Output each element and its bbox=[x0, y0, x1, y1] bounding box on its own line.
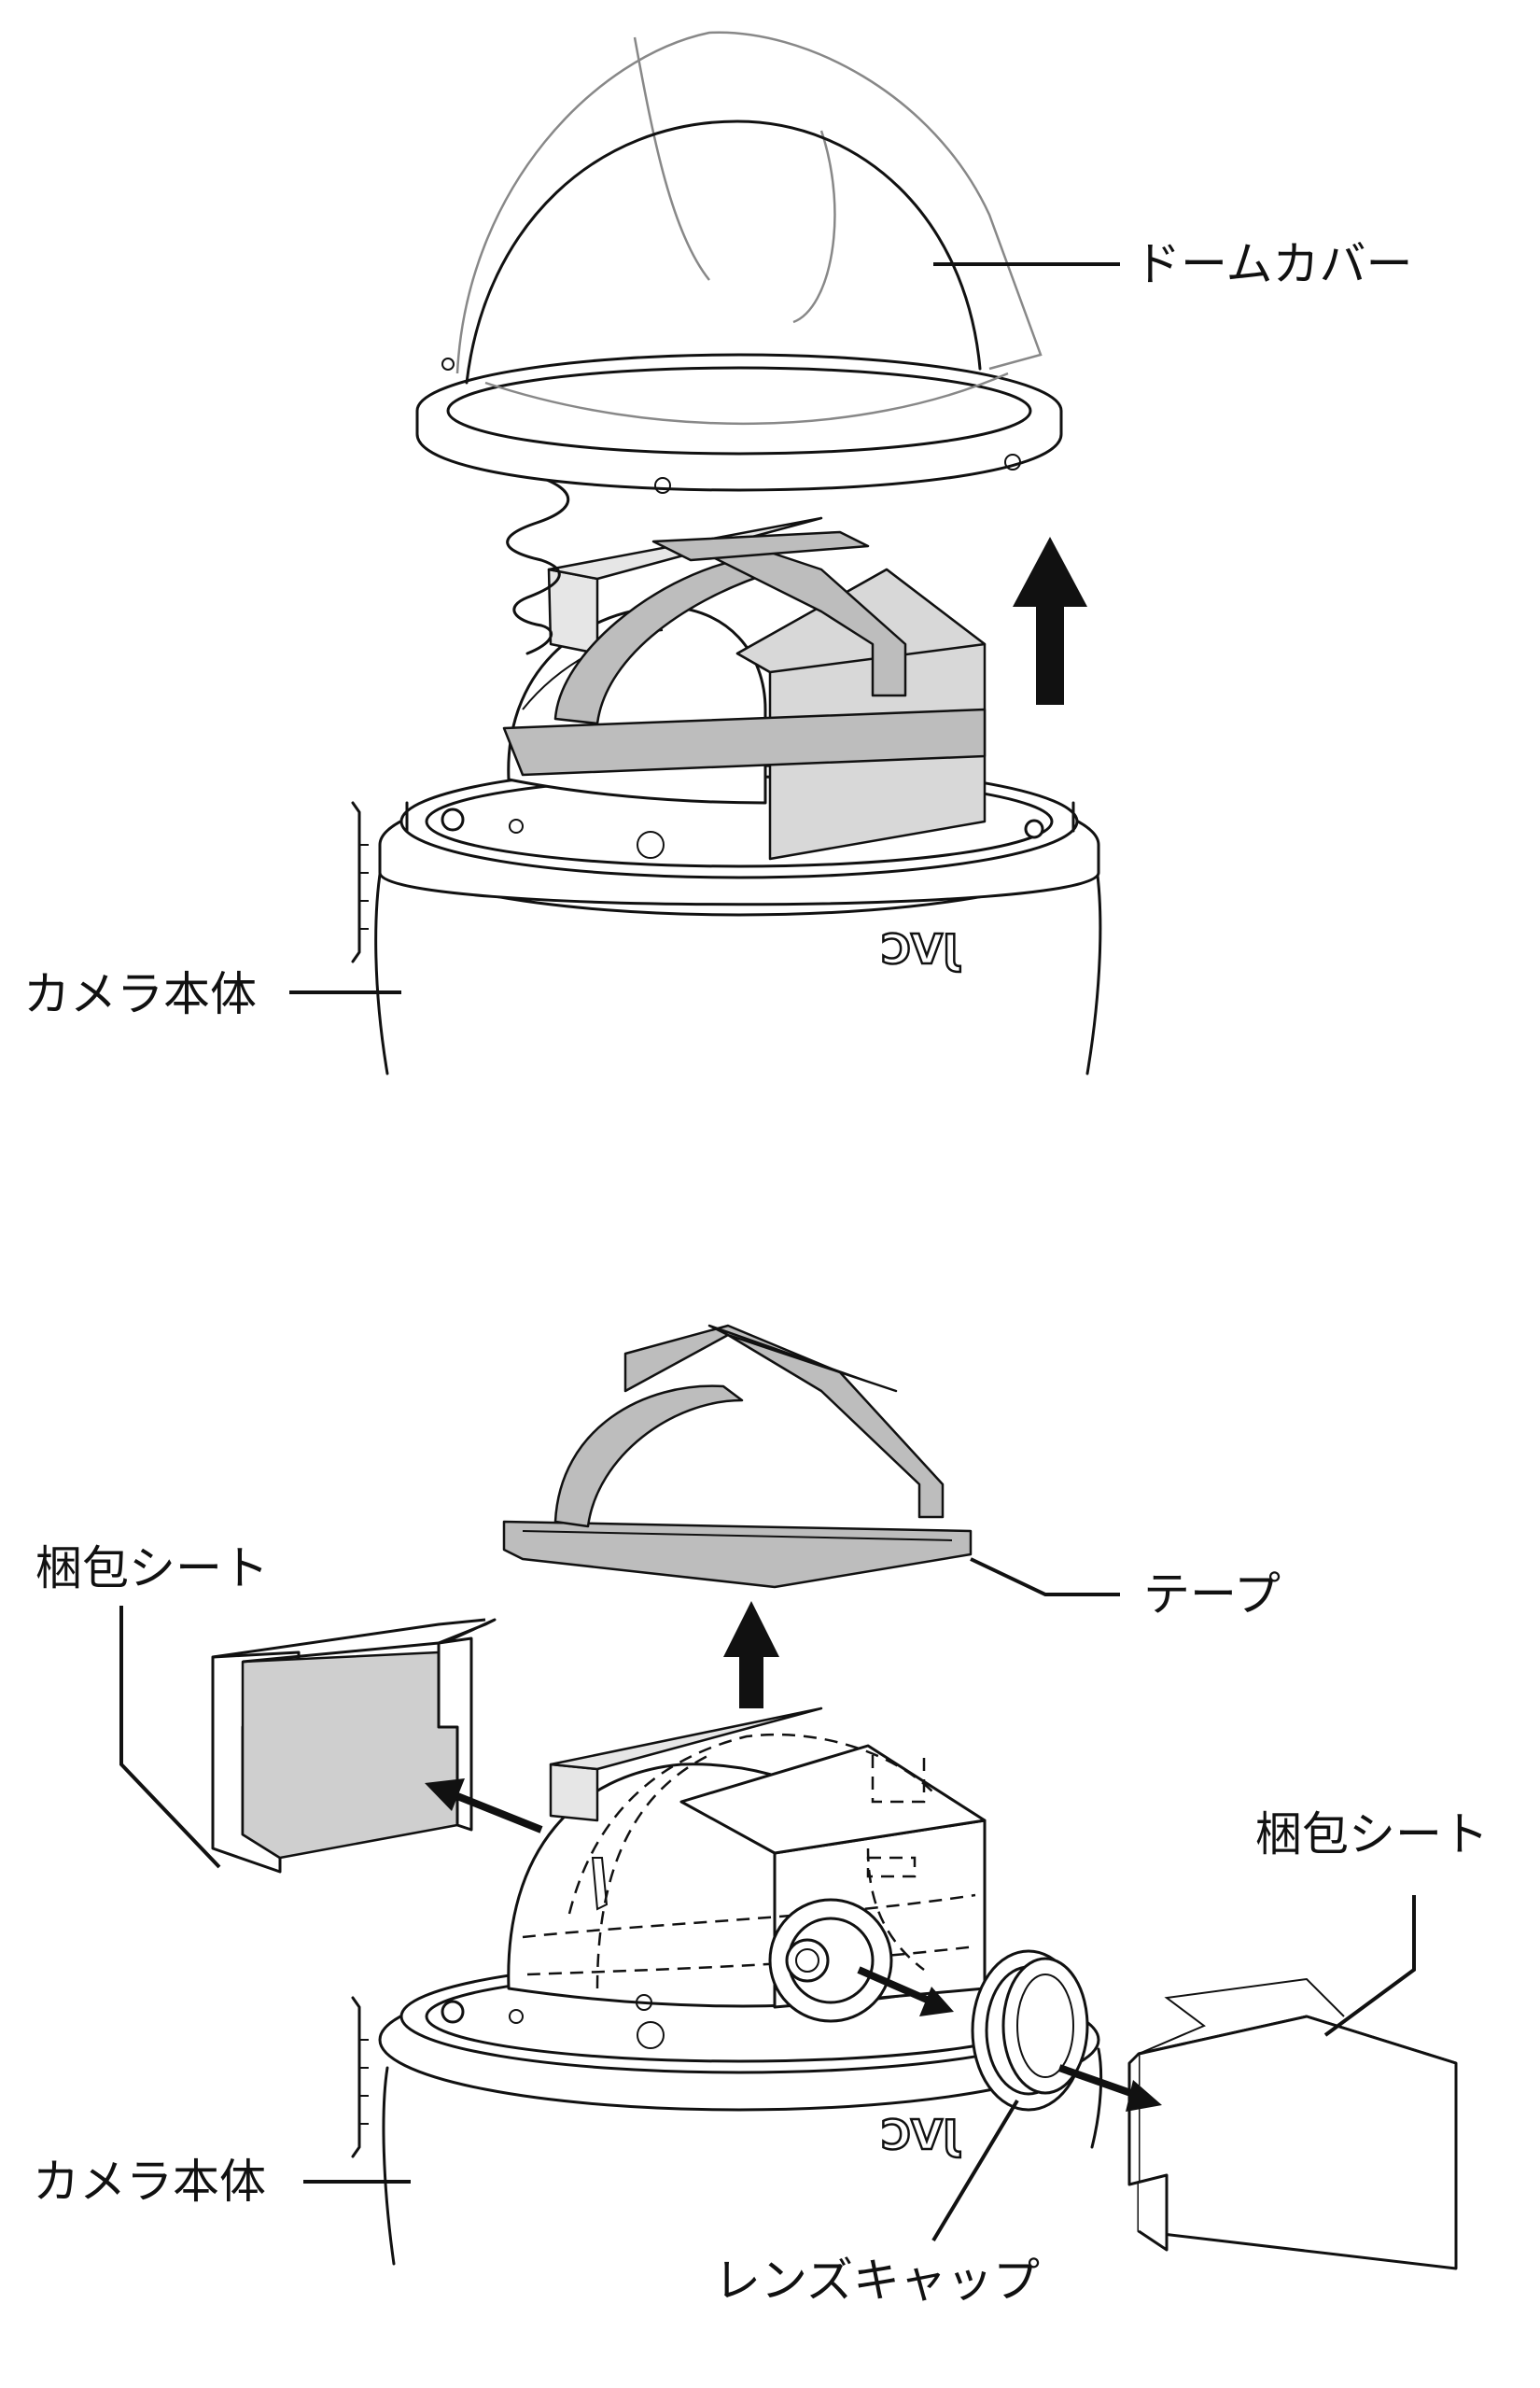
camera-body-top: JVC bbox=[351, 764, 1102, 1075]
packing-sheet-right-label: 梱包シート bbox=[1255, 1807, 1489, 1861]
arrow-lens-to-cap bbox=[857, 1966, 954, 2016]
lens-cap-leader bbox=[931, 2099, 1019, 2242]
top-figure: JVC bbox=[289, 31, 1120, 1075]
packing-sheet-left-leader bbox=[119, 1606, 221, 1869]
camera-body-bottom-label: カメラ本体 bbox=[33, 2155, 266, 2209]
packing-sheet-left bbox=[211, 1618, 497, 1874]
lens-cap-label: レンズキャップ bbox=[714, 2254, 1040, 2308]
packing-sheet-right-leader bbox=[1323, 1895, 1416, 2037]
tape-label: テープ bbox=[1143, 1567, 1281, 1622]
arrow-cap-to-right-sheet bbox=[1057, 2064, 1162, 2112]
lens-cap bbox=[971, 1949, 1089, 2112]
up-arrow-top bbox=[1013, 537, 1087, 705]
dome-cover-label: ドームカバー bbox=[1134, 237, 1413, 291]
removed-tape bbox=[502, 1324, 973, 1589]
dome-cover bbox=[415, 31, 1063, 494]
camera-head-bottom bbox=[507, 1707, 987, 2023]
tape-leader bbox=[970, 1557, 1120, 1596]
bottom-figure: JVC bbox=[119, 1324, 1458, 2270]
up-arrow-bottom bbox=[723, 1601, 779, 1708]
jvc-logo: JVC bbox=[881, 926, 961, 974]
jvc-logo-bottom: JVC bbox=[881, 2112, 961, 2159]
packed-camera-head-top bbox=[502, 474, 987, 861]
packing-sheet-right bbox=[1127, 1977, 1458, 2270]
packing-sheet-left-label: 梱包シート bbox=[35, 1541, 269, 1595]
arrow-to-left-sheet bbox=[425, 1778, 543, 1833]
camera-body-top-label: カメラ本体 bbox=[23, 967, 257, 1021]
